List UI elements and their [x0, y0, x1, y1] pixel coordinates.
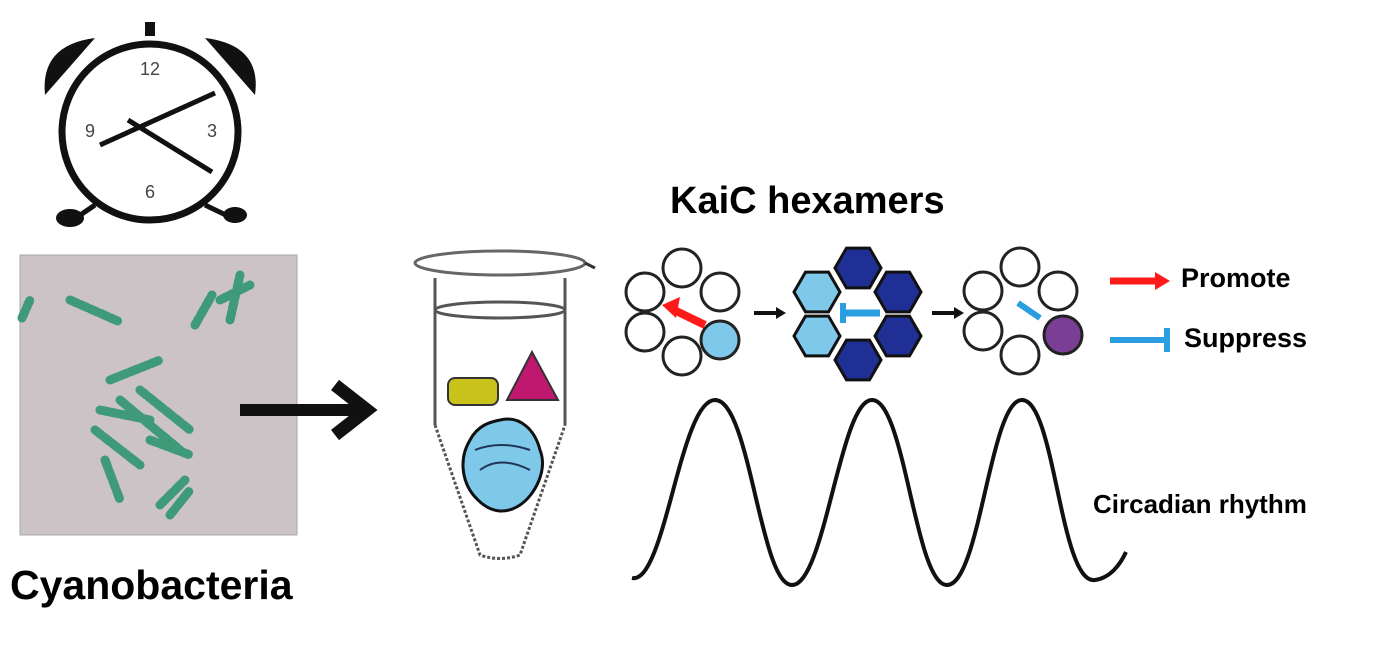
kaic-hexamer-1: [624, 247, 741, 377]
kaic-subunit: [873, 314, 923, 358]
clock-numeral: 3: [207, 121, 217, 141]
kaic-hexamer-3: [962, 246, 1084, 376]
kaic-subunit: [833, 338, 883, 382]
clock-numeral: 12: [140, 59, 160, 79]
cyanobacteria-label: Cyanobacteria: [10, 562, 293, 608]
clock-numeral: 9: [85, 121, 95, 141]
promote-legend-icon: [1110, 272, 1170, 290]
circadian-rhythm-label: Circadian rhythm: [1093, 489, 1307, 519]
test-tube-icon: [413, 249, 596, 560]
alarm-clock-icon: 12 3 6 9: [44, 22, 256, 227]
clock-numeral: 6: [145, 182, 155, 202]
circadian-wave: [631, 397, 1128, 588]
kaic-subunit: [873, 270, 923, 314]
suppress-legend-icon: [1110, 328, 1170, 352]
kaic-subunit: [792, 314, 842, 358]
cyanobacteria-micrograph: [17, 254, 298, 536]
suppress-label: Suppress: [1184, 323, 1308, 353]
kaic-hexamer-2: [792, 246, 923, 382]
kaia-kaib-proteins: [447, 349, 560, 406]
kaic-protein-icon: [461, 417, 544, 513]
arrow-right-icon: [932, 307, 964, 319]
promote-label: Promote: [1181, 263, 1291, 293]
kaic-hexamers-title: KaiC hexamers: [670, 180, 945, 222]
kaic-subunit: [792, 270, 842, 314]
kaic-subunit: [833, 246, 883, 290]
arrow-right-icon: [754, 307, 786, 319]
arrow-right-icon: [240, 379, 378, 441]
